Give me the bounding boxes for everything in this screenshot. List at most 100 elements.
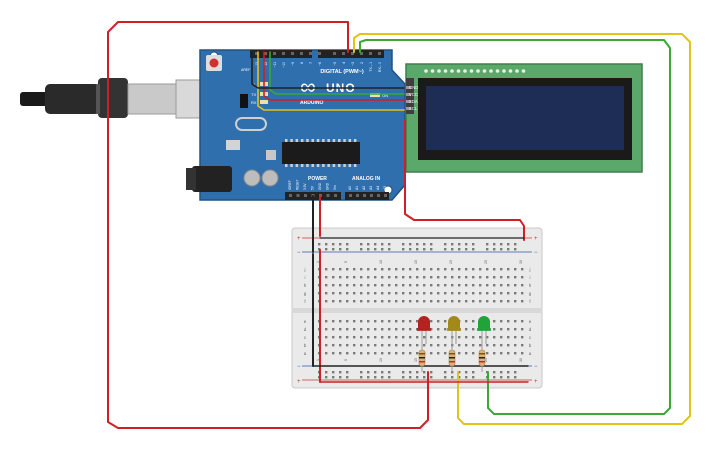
bb-hole[interactable] — [360, 300, 363, 303]
bb-hole[interactable] — [346, 336, 349, 339]
bb-hole[interactable] — [458, 268, 461, 271]
bb-hole[interactable] — [346, 284, 349, 287]
bb-hole[interactable] — [402, 336, 405, 339]
bb-hole[interactable] — [514, 352, 517, 355]
bb-hole[interactable] — [437, 300, 440, 303]
bb-hole[interactable] — [346, 328, 349, 331]
bb-hole[interactable] — [409, 268, 412, 271]
bb-hole[interactable] — [402, 352, 405, 355]
rail-hole[interactable] — [444, 243, 447, 246]
usb-cable[interactable] — [20, 78, 201, 119]
rail-hole[interactable] — [458, 371, 461, 374]
bb-hole[interactable] — [430, 284, 433, 287]
rail-hole[interactable] — [451, 243, 454, 246]
bb-hole[interactable] — [514, 300, 517, 303]
bb-hole[interactable] — [346, 268, 349, 271]
bb-hole[interactable] — [465, 320, 468, 323]
rail-hole[interactable] — [514, 248, 517, 251]
lcd-pin[interactable] — [406, 107, 411, 110]
bb-hole[interactable] — [325, 320, 328, 323]
bb-hole[interactable] — [374, 320, 377, 323]
bb-hole[interactable] — [416, 336, 419, 339]
bb-hole[interactable] — [486, 276, 489, 279]
digital-pin-hole[interactable] — [318, 52, 321, 55]
bb-hole[interactable] — [339, 276, 342, 279]
analog-pin-hole[interactable] — [349, 194, 352, 197]
bb-hole[interactable] — [388, 344, 391, 347]
bb-hole[interactable] — [388, 284, 391, 287]
bb-hole[interactable] — [402, 300, 405, 303]
power-pin-hole[interactable] — [304, 194, 307, 197]
bb-hole[interactable] — [395, 336, 398, 339]
bb-hole[interactable] — [437, 284, 440, 287]
rail-hole[interactable] — [500, 243, 503, 246]
wire-green-led[interactable] — [359, 39, 671, 415]
bb-hole[interactable] — [409, 352, 412, 355]
bb-hole[interactable] — [514, 336, 517, 339]
digital-pin-hole[interactable] — [369, 52, 372, 55]
bb-hole[interactable] — [493, 276, 496, 279]
rail-hole[interactable] — [339, 371, 342, 374]
bb-hole[interactable] — [395, 320, 398, 323]
bb-hole[interactable] — [514, 328, 517, 331]
bb-hole[interactable] — [374, 276, 377, 279]
bb-hole[interactable] — [444, 336, 447, 339]
lcd-pin[interactable] — [406, 86, 411, 89]
bb-hole[interactable] — [444, 328, 447, 331]
bb-hole[interactable] — [430, 344, 433, 347]
bb-hole[interactable] — [486, 300, 489, 303]
bb-hole[interactable] — [360, 276, 363, 279]
bb-hole[interactable] — [332, 300, 335, 303]
rail-hole[interactable] — [381, 243, 384, 246]
rail-hole[interactable] — [367, 376, 370, 379]
wire-i2c-scl[interactable] — [269, 51, 405, 95]
bb-hole[interactable] — [325, 344, 328, 347]
bb-hole[interactable] — [416, 276, 419, 279]
rail-hole[interactable] — [381, 376, 384, 379]
bb-hole[interactable] — [353, 320, 356, 323]
bb-hole[interactable] — [451, 268, 454, 271]
bb-hole[interactable] — [346, 300, 349, 303]
bb-hole[interactable] — [507, 284, 510, 287]
rail-hole[interactable] — [332, 371, 335, 374]
bb-hole[interactable] — [409, 284, 412, 287]
bb-hole[interactable] — [346, 276, 349, 279]
bb-hole[interactable] — [339, 292, 342, 295]
bb-hole[interactable] — [521, 276, 524, 279]
bb-hole[interactable] — [360, 292, 363, 295]
bb-hole[interactable] — [325, 328, 328, 331]
bb-hole[interactable] — [486, 344, 489, 347]
bb-hole[interactable] — [325, 276, 328, 279]
bb-hole[interactable] — [360, 336, 363, 339]
bb-hole[interactable] — [486, 292, 489, 295]
bb-hole[interactable] — [332, 336, 335, 339]
bb-hole[interactable] — [465, 276, 468, 279]
rail-hole[interactable] — [472, 371, 475, 374]
digital-pin-hole[interactable] — [378, 52, 381, 55]
bb-hole[interactable] — [507, 268, 510, 271]
bb-hole[interactable] — [381, 292, 384, 295]
resistor[interactable] — [418, 344, 426, 372]
bb-hole[interactable] — [416, 344, 419, 347]
bb-hole[interactable] — [465, 284, 468, 287]
rail-hole[interactable] — [360, 243, 363, 246]
bb-hole[interactable] — [381, 320, 384, 323]
digital-pin-hole[interactable] — [342, 52, 345, 55]
bb-hole[interactable] — [367, 276, 370, 279]
bb-hole[interactable] — [339, 268, 342, 271]
bb-hole[interactable] — [437, 320, 440, 323]
rail-hole[interactable] — [514, 243, 517, 246]
bb-hole[interactable] — [332, 276, 335, 279]
rail-hole[interactable] — [339, 243, 342, 246]
power-pin-hole[interactable] — [296, 194, 300, 197]
bb-hole[interactable] — [416, 268, 419, 271]
bb-hole[interactable] — [521, 344, 524, 347]
rail-hole[interactable] — [374, 243, 377, 246]
rail-hole[interactable] — [465, 376, 468, 379]
rail-hole[interactable] — [388, 376, 391, 379]
bb-hole[interactable] — [514, 276, 517, 279]
bb-hole[interactable] — [479, 300, 482, 303]
bb-hole[interactable] — [360, 328, 363, 331]
bb-hole[interactable] — [479, 336, 482, 339]
